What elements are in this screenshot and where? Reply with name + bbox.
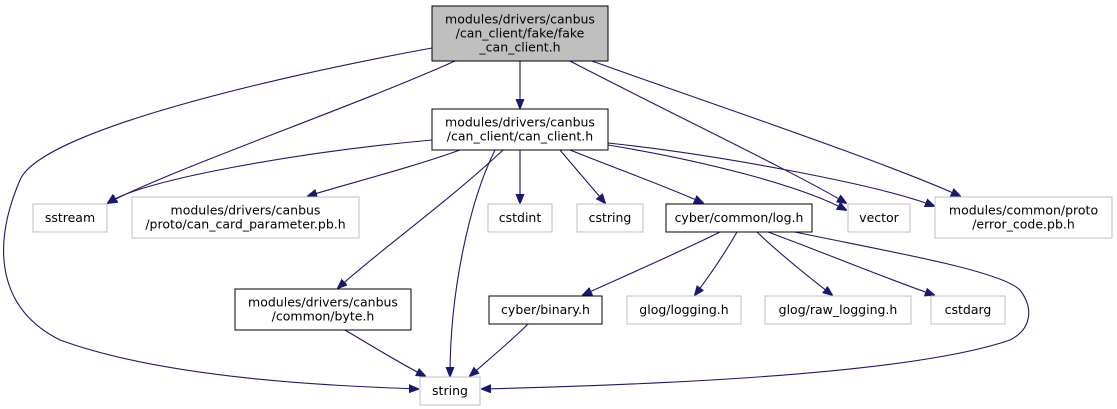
node-box: [419, 376, 481, 406]
edge-log-to-raw_logging: [756, 231, 832, 295]
node-label: sstream: [45, 210, 95, 225]
edges-layer: [3, 47, 1030, 389]
node-label: /proto/can_card_parameter.pb.h: [145, 217, 345, 232]
node-label: string: [432, 383, 468, 398]
node-label: cstring: [589, 210, 632, 225]
edge-can_client-to-byte: [338, 149, 504, 288]
edge-can_client-to-log: [569, 149, 703, 203]
node-label: /error_code.pb.h: [972, 217, 1075, 232]
node-binary[interactable]: cyber/binary.h: [488, 295, 603, 325]
node-label: cstdarg: [945, 302, 992, 317]
edge-can_client-to-sstream: [108, 139, 433, 203]
edge-log-to-string: [482, 231, 1030, 389]
node-label: glog/logging.h: [639, 302, 728, 317]
edge-can_client-to-error_code: [607, 142, 934, 206]
nodes-layer: modules/drivers/canbus/can_client/fake/f…: [32, 5, 1113, 406]
node-box: [431, 5, 609, 62]
edge-fake_can_client-to-error_code: [591, 60, 960, 196]
node-cstdarg[interactable]: cstdarg: [930, 295, 1006, 325]
node-label: _can_client.h: [478, 40, 560, 55]
node-fake_can_client[interactable]: modules/drivers/canbus/can_client/fake/f…: [431, 5, 609, 62]
node-label: modules/common/proto: [949, 203, 1098, 218]
edge-log-to-logging: [695, 231, 738, 295]
node-label: modules/drivers/canbus: [248, 295, 398, 310]
edge-can_client-to-cstring: [559, 149, 605, 203]
edge-fake_can_client-to-vector: [569, 60, 846, 203]
node-label: modules/drivers/canbus: [171, 203, 321, 218]
node-log[interactable]: cyber/common/log.h: [665, 203, 813, 233]
node-label: cyber/common/log.h: [675, 210, 804, 225]
node-box: [934, 196, 1113, 239]
node-label: modules/drivers/canbus: [445, 12, 595, 27]
edge-can_client-to-string: [450, 149, 496, 376]
node-label: /can_client/fake/fake: [456, 26, 585, 41]
node-label: cstdint: [499, 210, 542, 225]
node-label: vector: [859, 210, 900, 225]
node-logging[interactable]: glog/logging.h: [626, 295, 742, 325]
node-box: [576, 203, 644, 233]
edge-log-to-cstdarg: [767, 231, 934, 295]
node-box: [626, 295, 742, 325]
edge-fake_can_client-to-string: [3, 47, 433, 389]
node-box: [847, 203, 911, 233]
node-box: [764, 295, 912, 325]
node-label: /can_client/can_client.h: [447, 129, 593, 144]
edge-can_client-to-can_card_parameter: [308, 149, 461, 196]
node-box: [131, 196, 360, 239]
node-sstream[interactable]: sstream: [32, 203, 108, 233]
node-cstring[interactable]: cstring: [576, 203, 644, 233]
edge-byte-to-string: [344, 329, 425, 376]
node-raw_logging[interactable]: glog/raw_logging.h: [764, 295, 912, 325]
node-can_client[interactable]: modules/drivers/canbus/can_client/can_cl…: [431, 108, 609, 151]
node-label: glog/raw_logging.h: [779, 302, 898, 317]
node-label: /common/byte.h: [272, 309, 375, 324]
node-box: [32, 203, 108, 233]
node-string[interactable]: string: [419, 376, 481, 406]
node-box: [234, 288, 412, 331]
edge-fake_can_client-to-sstream: [108, 60, 456, 203]
node-byte[interactable]: modules/drivers/canbus/common/byte.h: [234, 288, 412, 331]
node-cstdint[interactable]: cstdint: [487, 203, 553, 233]
edge-binary-to-string: [470, 323, 529, 376]
node-label: modules/drivers/canbus: [445, 115, 595, 130]
node-vector[interactable]: vector: [847, 203, 911, 233]
node-box: [488, 295, 603, 325]
node-can_card_parameter[interactable]: modules/drivers/canbus/proto/can_card_pa…: [131, 196, 360, 239]
node-error_code[interactable]: modules/common/proto/error_code.pb.h: [934, 196, 1113, 239]
edge-log-to-binary: [583, 231, 721, 295]
node-box: [431, 108, 609, 151]
edge-can_client-to-vector: [607, 144, 846, 210]
node-label: cyber/binary.h: [501, 302, 590, 317]
node-box: [487, 203, 553, 233]
node-box: [665, 203, 813, 233]
node-box: [930, 295, 1006, 325]
